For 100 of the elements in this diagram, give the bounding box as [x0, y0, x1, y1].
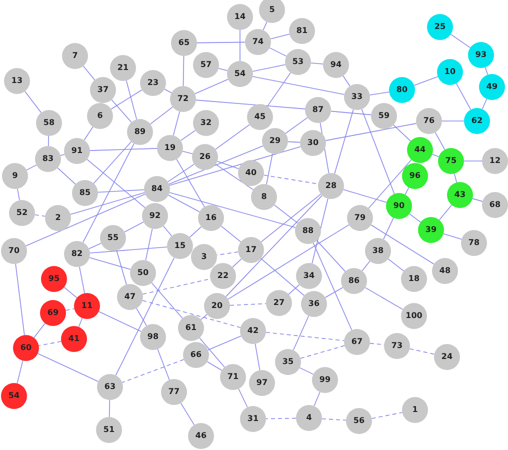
connector-line — [90, 148, 158, 151]
connector-line — [464, 160, 482, 162]
connector-line — [442, 120, 464, 122]
connector-line — [122, 359, 184, 383]
connector-line — [196, 42, 246, 44]
connector-line — [136, 308, 147, 326]
connector-line — [84, 126, 94, 141]
connector-line — [438, 204, 452, 220]
connector-line — [168, 146, 264, 184]
connector-line — [252, 76, 345, 95]
connector-line — [216, 160, 240, 170]
connector-line — [151, 282, 183, 319]
connector-line — [180, 130, 196, 141]
connector-line — [484, 66, 488, 76]
connector-line — [34, 322, 46, 338]
connector-line — [368, 159, 412, 209]
connector-line — [342, 75, 350, 87]
connector-line — [26, 164, 37, 170]
connector-line — [371, 412, 403, 419]
connector-line — [292, 315, 310, 351]
connector-line — [432, 154, 440, 158]
connector-line — [262, 22, 268, 30]
connector-line — [228, 224, 350, 300]
connector-line — [142, 278, 211, 295]
connector-line — [370, 224, 434, 265]
connector-line — [218, 68, 228, 72]
connector-line — [266, 332, 344, 342]
connector-line — [388, 258, 404, 272]
connector-line — [369, 92, 390, 96]
connector-line — [456, 82, 472, 110]
connector-line — [288, 141, 300, 143]
connector-line — [17, 188, 20, 201]
connector-line — [364, 287, 404, 310]
connector-line — [82, 143, 134, 243]
connector-line — [15, 264, 25, 336]
connector-line — [64, 286, 78, 298]
connector-line — [110, 89, 142, 110]
connector-line — [260, 258, 305, 296]
connector-line — [194, 78, 228, 94]
connector-line — [82, 66, 96, 80]
connector-line — [26, 194, 146, 246]
connector-line — [254, 343, 260, 371]
connector-line — [162, 226, 172, 236]
connector-line — [324, 287, 344, 298]
connector-line — [220, 226, 242, 242]
connector-line — [189, 226, 202, 238]
connector-line — [263, 174, 319, 184]
connector-line — [145, 228, 153, 261]
connector-line — [208, 336, 242, 350]
connector-line — [434, 132, 446, 150]
connector-line — [230, 303, 266, 306]
connector-line — [238, 388, 248, 408]
connector-line — [266, 418, 296, 420]
connector-line — [157, 348, 170, 380]
connector-line — [216, 252, 239, 256]
connector-line — [414, 76, 438, 86]
connector-line — [98, 189, 144, 193]
connector-line — [325, 123, 417, 141]
connector-line — [200, 314, 208, 320]
connector-line — [180, 402, 195, 426]
connector-line — [270, 34, 290, 40]
connector-line — [266, 153, 273, 185]
connector-line — [116, 250, 127, 285]
connector-line — [232, 258, 242, 268]
connector-line — [450, 34, 471, 48]
connector-line — [300, 345, 345, 359]
connector-line — [126, 80, 138, 120]
connector-line — [206, 361, 222, 371]
connector-line — [37, 353, 99, 382]
connector-line — [362, 260, 370, 272]
connector-line — [168, 194, 200, 212]
connector-line — [115, 257, 175, 376]
connector-line — [90, 246, 168, 254]
connector-line — [48, 136, 50, 146]
connector-line — [322, 418, 346, 421]
connector-line — [404, 187, 410, 195]
connector-line — [79, 266, 85, 294]
connector-line — [86, 158, 146, 208]
connector-line — [443, 233, 462, 240]
connector-line — [260, 194, 322, 242]
connector-line — [267, 72, 291, 107]
connector-line — [199, 337, 225, 368]
connector-line — [312, 242, 352, 330]
connector-line — [111, 99, 132, 123]
connector-line — [316, 240, 346, 272]
connector-line — [330, 110, 372, 116]
connector-line — [226, 195, 322, 297]
connector-line — [38, 341, 62, 346]
connector-line — [57, 167, 76, 185]
connector-line — [93, 141, 132, 184]
connector-line — [343, 189, 387, 203]
connector-line — [176, 158, 205, 208]
connector-line — [108, 400, 110, 418]
connector-line — [482, 98, 488, 110]
connector-line — [409, 348, 435, 355]
connector-line — [98, 311, 142, 332]
connector-line — [472, 198, 483, 202]
connector-line — [409, 213, 421, 223]
connector-line — [164, 88, 172, 94]
connector-line — [269, 47, 287, 57]
